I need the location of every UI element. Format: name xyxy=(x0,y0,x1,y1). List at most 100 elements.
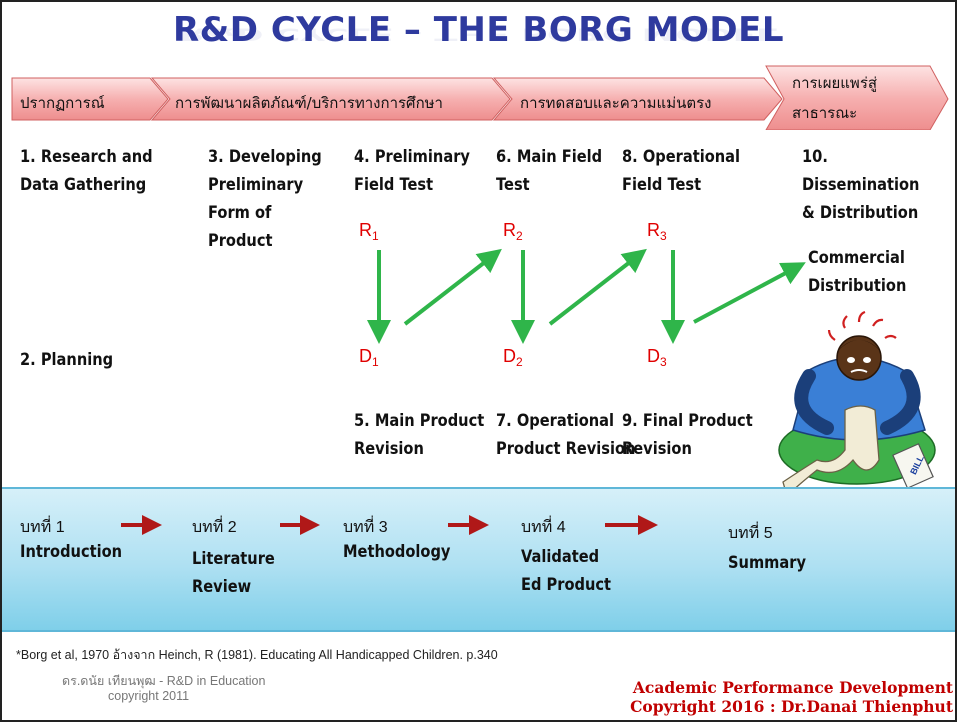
label-d3-sub: 3 xyxy=(660,355,667,369)
bill-scroll xyxy=(782,405,880,498)
arrow-d1-r2 xyxy=(403,248,502,326)
phase-chevron-2 xyxy=(150,77,511,121)
step-2-line-1: 2. Planning xyxy=(20,350,114,370)
step-8: 8. Operational Field Test xyxy=(622,143,740,199)
label-r1: R1 xyxy=(359,220,379,243)
chapter-5-name: Summary xyxy=(728,549,806,577)
arm-right xyxy=(880,369,921,435)
chapter-1-head: บทที่ 1 xyxy=(20,519,65,536)
step-2: 2. Planning xyxy=(20,346,113,374)
label-r1-letter: R xyxy=(359,220,372,240)
step-9-line-1: 9. Final Product xyxy=(622,411,753,431)
label-d2: D2 xyxy=(503,346,523,369)
chapter-3-name: Methodology xyxy=(343,538,450,566)
label-r1-sub: 1 xyxy=(372,229,379,243)
step-5: 5. Main Product Revision xyxy=(354,407,484,463)
hair xyxy=(837,340,881,352)
step-3: 3. Developing Preliminary Form of Produc… xyxy=(208,143,322,255)
step-4-line-2: Field Test xyxy=(354,175,434,195)
chapter-5-head: บทที่ 5 xyxy=(728,525,773,542)
chapter-2-name: Literature Review xyxy=(192,545,275,601)
label-d1-sub: 1 xyxy=(372,355,379,369)
step-3-line-2: Preliminary xyxy=(208,175,304,195)
label-d3: D3 xyxy=(647,346,667,369)
step-7-line-1: 7. Operational xyxy=(496,411,615,431)
chapter-3-name-line-1: Methodology xyxy=(343,542,451,562)
chapter-4-name-line-2: Ed Product xyxy=(521,575,612,595)
step-4: 4. Preliminary Field Test xyxy=(354,143,470,199)
step-9: 9. Final Product Revision xyxy=(622,407,753,463)
label-r3: R3 xyxy=(647,220,667,243)
eye-left xyxy=(847,357,855,363)
slide-title: R&D CYCLE – THE BORG MODEL xyxy=(172,10,785,50)
label-d3-letter: D xyxy=(647,346,660,366)
step-10: 10. Dissemination & Distribution xyxy=(802,143,935,227)
chapter-1-name: Introduction xyxy=(20,538,122,566)
step-5-line-1: 5. Main Product xyxy=(354,411,485,431)
citation: *Borg et al, 1970 อ้างจาก Heinch, R (198… xyxy=(16,648,498,662)
step-6: 6. Main Field Test xyxy=(496,143,602,199)
stress-marks-icon xyxy=(827,310,897,341)
step-5-line-2: Revision xyxy=(354,439,424,459)
mouth xyxy=(850,369,868,373)
label-r2-letter: R xyxy=(503,220,516,240)
eye-right xyxy=(863,357,871,363)
phase-label-dissemination-1: การเผยแพร่สู่ xyxy=(792,74,878,92)
chapter-5-name-line-1: Summary xyxy=(728,553,807,573)
phase-label-development: การพัฒนาผลิตภัณฑ์/บริการทางการศึกษา xyxy=(175,94,443,112)
step-3-line-3: Form of xyxy=(208,203,272,223)
head xyxy=(836,335,882,381)
phase-label-phenomenon: ปรากฏการณ์ xyxy=(20,94,105,112)
chapter-2-name-line-1: Literature xyxy=(192,549,275,569)
step-8-line-2: Field Test xyxy=(622,175,702,195)
step-9-line-2: Revision xyxy=(622,439,692,459)
chapter-2-head: บทที่ 2 xyxy=(192,519,237,536)
label-r3-sub: 3 xyxy=(660,229,667,243)
chapter-1-name-line-1: Introduction xyxy=(20,542,123,562)
arrow-d2-r3 xyxy=(548,248,647,326)
author-line: ดร.ดนัย เทียนพุฒ - R&D in Education xyxy=(62,674,266,688)
bill-paper xyxy=(892,443,934,489)
step-6-line-2: Test xyxy=(496,175,530,195)
step-1-line-2: Data Gathering xyxy=(20,175,147,195)
commercial-line-2: Distribution xyxy=(808,276,907,296)
step-1-line-1: 1. Research and xyxy=(20,147,153,167)
phase-chevron-4 xyxy=(765,65,949,130)
commercial-line-1: Commercial xyxy=(808,248,905,268)
step-10-line-1: 10. Dissemination xyxy=(802,147,920,195)
step-3-line-1: 3. Developing xyxy=(208,147,322,167)
label-d2-letter: D xyxy=(503,346,516,366)
chapter-band xyxy=(2,487,955,632)
step-7: 7. Operational Product Revision xyxy=(496,407,635,463)
phase-chevron-3 xyxy=(492,77,783,121)
apd-line-2: Copyright 2016 : Dr.Danai Thienphut xyxy=(630,697,953,716)
arrow-d3-commercial xyxy=(693,262,806,324)
label-r2: R2 xyxy=(503,220,523,243)
step-8-line-1: 8. Operational xyxy=(622,147,741,167)
apd-copyright: Academic Performance Development Copyrig… xyxy=(630,678,953,716)
chapter-4-head: บทที่ 4 xyxy=(521,519,566,536)
step-6-line-1: 6. Main Field xyxy=(496,147,603,167)
chapter-4-name: Validated Ed Product xyxy=(521,543,611,599)
phase-label-dissemination-2: สาธารณะ xyxy=(792,104,858,122)
worried-man-illustration: BILL xyxy=(778,310,936,498)
chapter-4-name-line-1: Validated xyxy=(521,547,600,567)
label-r3-letter: R xyxy=(647,220,660,240)
label-d1: D1 xyxy=(359,346,379,369)
phase-chevron-1 xyxy=(11,77,169,121)
chapter-3-head: บทที่ 3 xyxy=(343,519,388,536)
copyright-small: copyright 2011 xyxy=(108,689,190,703)
step-4-line-1: 4. Preliminary xyxy=(354,147,470,167)
label-r2-sub: 2 xyxy=(516,229,523,243)
commercial-distribution: Commercial Distribution xyxy=(808,244,906,300)
step-10-line-2: & Distribution xyxy=(802,203,919,223)
step-1: 1. Research and Data Gathering xyxy=(20,143,153,199)
step-3-line-4: Product xyxy=(208,231,273,251)
arm-left xyxy=(794,369,834,435)
apd-line-1: Academic Performance Development xyxy=(632,678,953,697)
chapter-2-name-line-2: Review xyxy=(192,577,252,597)
